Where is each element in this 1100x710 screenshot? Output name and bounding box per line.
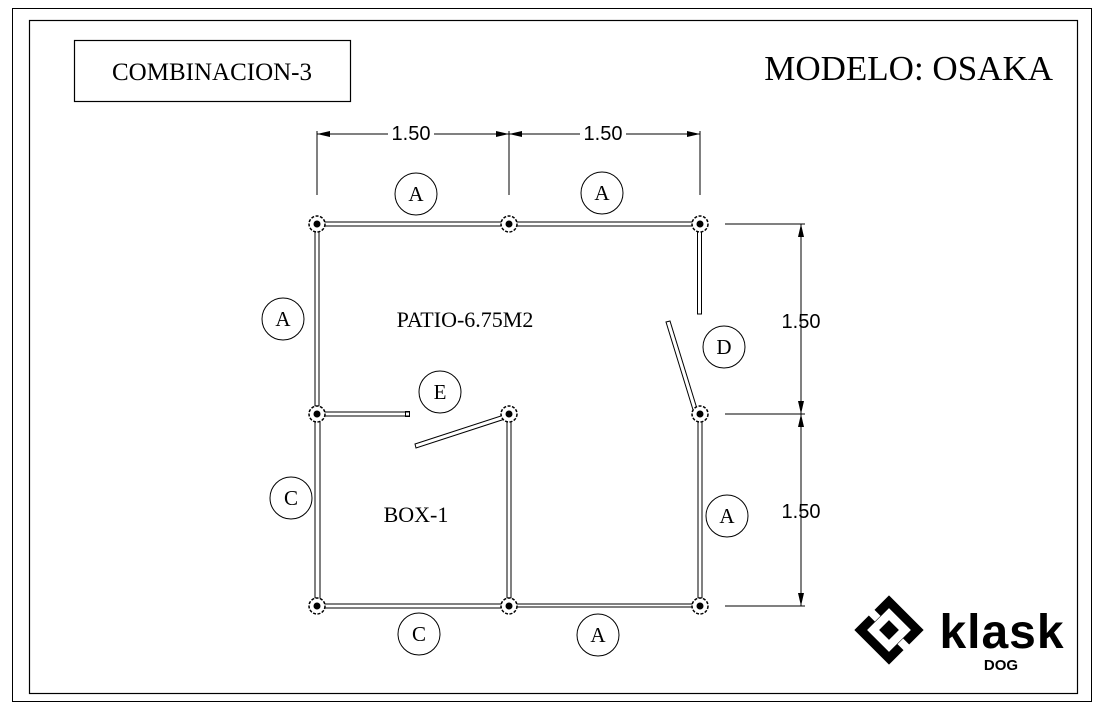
post-icon xyxy=(691,597,709,615)
logo-mark-icon xyxy=(854,595,924,665)
post-icon xyxy=(691,215,709,233)
post-icon xyxy=(691,405,709,423)
right-dimension-arrows xyxy=(798,224,804,606)
dimension-right-upper: 1.50 xyxy=(782,311,821,333)
logo-word: klask xyxy=(939,606,1064,659)
post-icon xyxy=(500,405,518,423)
post-icon xyxy=(308,215,326,233)
title-text: COMBINACION-3 xyxy=(112,59,312,86)
panel-tags xyxy=(261,171,749,657)
tag-bottom-left: C xyxy=(412,622,426,646)
post-icon xyxy=(500,597,518,615)
tag-door: D xyxy=(716,335,731,359)
post-icon xyxy=(500,215,518,233)
tag-left-lower: C xyxy=(284,486,298,510)
title-box xyxy=(73,39,352,103)
post-icon xyxy=(308,405,326,423)
inner-frame xyxy=(28,19,1079,695)
top-dimension-arrows xyxy=(317,131,700,137)
dimension-right-lower: 1.50 xyxy=(782,501,821,523)
door-e-leaf xyxy=(414,413,509,449)
dim-label-bg xyxy=(388,122,434,142)
model-title: MODELO: OSAKA xyxy=(764,49,1053,88)
tag-inner-door: E xyxy=(434,380,447,404)
tag-left-upper: A xyxy=(275,307,291,331)
top-dimension xyxy=(316,131,701,195)
posts xyxy=(308,215,709,615)
right-dimension xyxy=(725,223,805,607)
klask-logo: klask DOG xyxy=(854,595,1064,674)
dimension-top-left: 1.50 xyxy=(392,123,431,145)
room-label-box: BOX-1 xyxy=(384,502,449,527)
tag-top-left: A xyxy=(408,182,424,206)
walls xyxy=(314,221,703,609)
room-label-patio: PATIO-6.75M2 xyxy=(397,307,534,332)
post-icon xyxy=(308,597,326,615)
tag-top-right: A xyxy=(594,181,610,205)
dim-label-bg xyxy=(580,122,626,142)
logo-sub: DOG xyxy=(984,657,1018,674)
tag-right-lower: A xyxy=(719,504,735,528)
dimension-top-right: 1.50 xyxy=(584,123,623,145)
outer-frame xyxy=(12,8,1092,702)
door-d-leaf xyxy=(665,320,699,414)
tag-bottom-right: A xyxy=(590,623,606,647)
